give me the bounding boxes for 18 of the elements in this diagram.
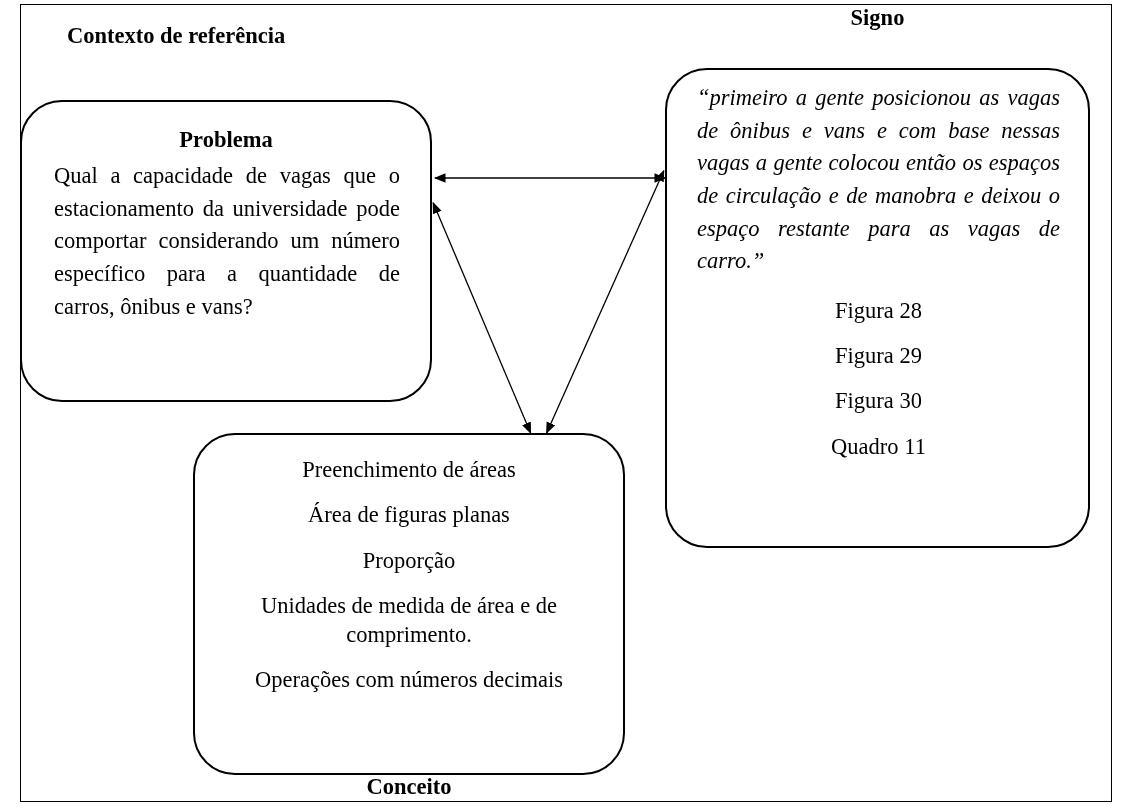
double-arrow	[432, 201, 532, 435]
figure-reference: Quadro 11	[830, 432, 927, 461]
concept-item: Operações com números decimais	[254, 666, 564, 695]
quote-text: “primeiro a gente posicionou as vagas de ônibus e vans e com base nessas vagas a gente colocou então os espaços de circulação e de manobra e deixou o espaço restante para as vagas de carro.”	[697, 84, 1060, 276]
figure-reference: Figura 30	[834, 387, 923, 416]
concept-item: Preenchimento de áreas	[301, 456, 517, 484]
box-heading: Conceito	[365, 775, 453, 799]
box-heading: Signo	[849, 6, 906, 30]
box-heading: Problema	[178, 128, 274, 152]
double-arrow	[545, 169, 665, 435]
concept-item: Área de figuras planas	[307, 501, 511, 530]
double-arrow	[433, 173, 667, 183]
concept-item: Proporção	[361, 546, 457, 575]
problem-text: Qual a capacidade de vagas que o estacionamento da universidade pode comportar considerando um número específico para a quantidade de carros, ônibus e vans?	[54, 162, 400, 321]
figure-reference: Figura 28	[834, 296, 923, 325]
figure-reference: Figura 29	[834, 342, 923, 370]
concept-item: Unidades de medida de área e de comprimento.	[259, 591, 559, 649]
context-heading: Contexto de referência	[67, 24, 286, 48]
